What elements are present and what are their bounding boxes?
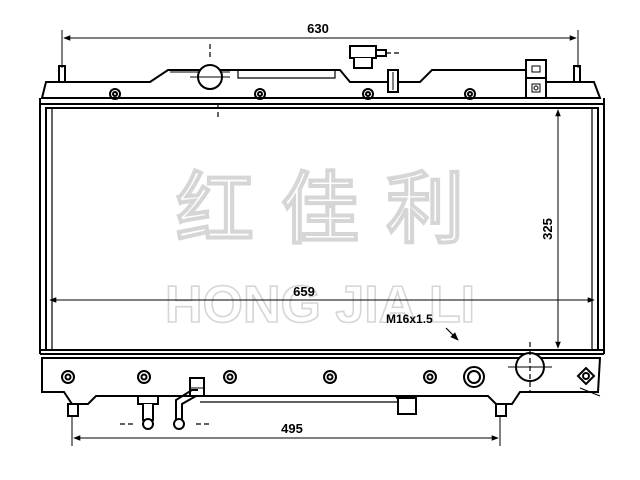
lower-outlet — [508, 342, 601, 397]
thread-label: M16x1.5 — [386, 312, 433, 326]
dimension-label-495: 495 — [281, 421, 303, 436]
dimension-label-659: 659 — [293, 284, 315, 299]
dimension-overall-width: 630 — [61, 21, 579, 68]
watermark: 红 佳 利 HONG JIA LI — [164, 164, 476, 335]
dimension-label-630: 630 — [307, 21, 329, 36]
thread-callout: M16x1.5 — [386, 312, 459, 341]
dimension-core-height: 325 — [540, 109, 561, 349]
watermark-chinese: 红 佳 利 — [176, 165, 464, 255]
bottom-tank — [41, 357, 602, 417]
dimension-core-width: 659 — [49, 284, 595, 303]
sensor-plug — [525, 59, 547, 99]
radiator-core — [39, 104, 605, 355]
dimension-bracket-spacing: 495 — [71, 416, 501, 446]
upper-inlet — [190, 44, 230, 120]
watermark-latin: HONG JIA LI — [165, 276, 475, 334]
filler-cap — [349, 45, 402, 93]
cooler-lines — [120, 377, 417, 430]
top-tank — [39, 65, 605, 105]
dimension-label-325: 325 — [540, 218, 555, 240]
